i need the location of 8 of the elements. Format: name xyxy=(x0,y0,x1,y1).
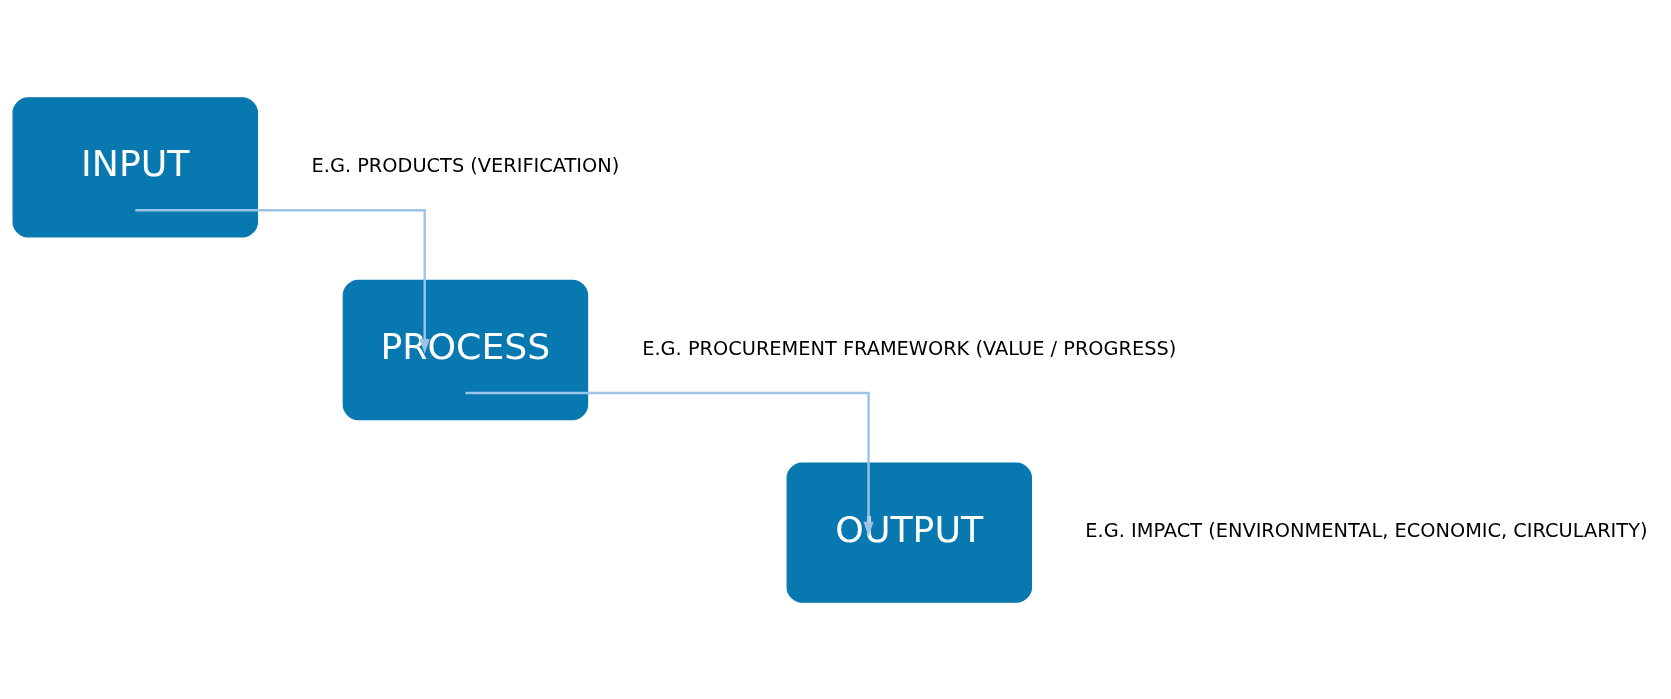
arrow xyxy=(135,208,430,354)
node-label: E.G. PRODUCTS (VERIFICATION) xyxy=(311,153,620,177)
node-label: E.G. PROCUREMENT FRAMEWORK (VALUE / PROGRESS) xyxy=(642,336,1177,360)
node-box: INPUT xyxy=(12,96,258,238)
node-label: E.G. IMPACT (ENVIRONMENTAL, ECONOMIC, CIRCULARITY) xyxy=(1085,518,1648,542)
arrow xyxy=(465,391,874,536)
node-box: PROCESS xyxy=(342,279,589,420)
node-box: OUTPUT xyxy=(786,461,1033,603)
